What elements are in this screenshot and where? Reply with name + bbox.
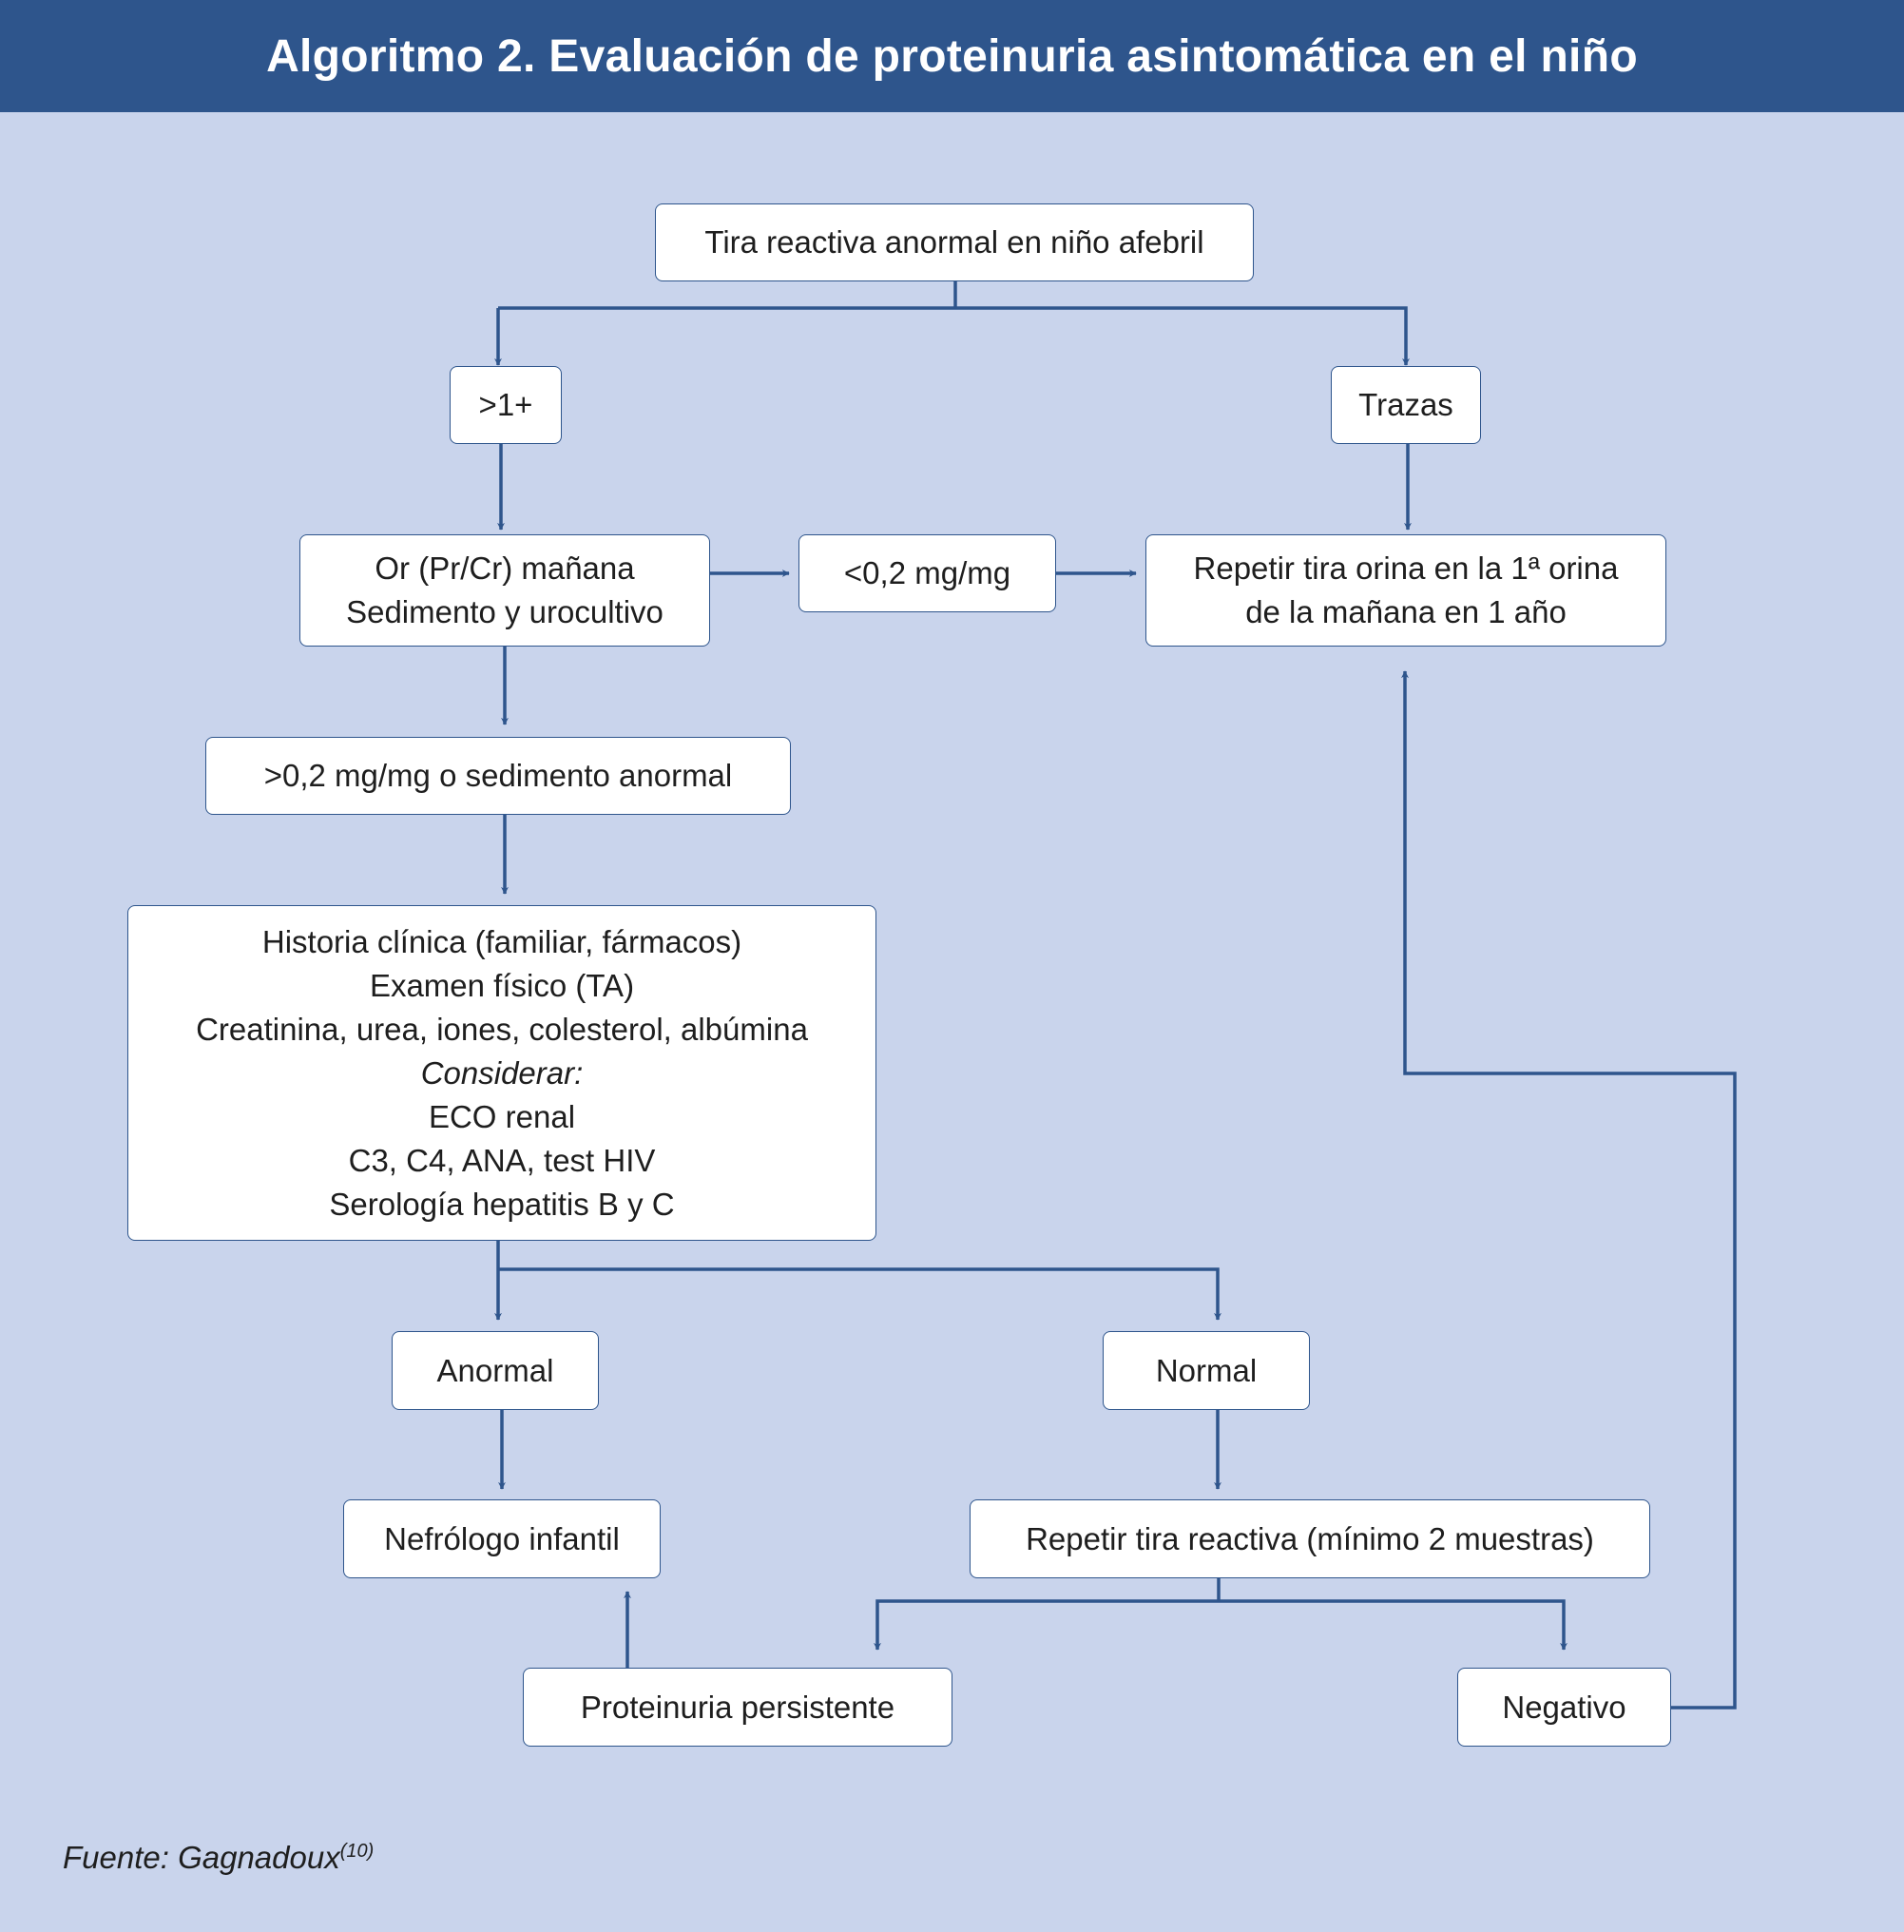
arrow-negativo-to-repetir (1401, 670, 1737, 1710)
node-nefrologo: Nefrólogo infantil (343, 1499, 661, 1578)
node-negativo: Negativo (1457, 1668, 1671, 1747)
node-persistente: Proteinuria persistente (523, 1668, 952, 1747)
source-ref: (10) (339, 1841, 375, 1862)
page-title: Algoritmo 2. Evaluación de proteinuria a… (266, 30, 1638, 82)
source-citation: Fuente: Gagnadoux(10) (63, 1840, 374, 1876)
node-gt1: >1+ (450, 366, 562, 444)
arrow-to-persistente (874, 1599, 1219, 1651)
arrow-to-negativo (1219, 1599, 1567, 1651)
header-bar: Algoritmo 2. Evaluación de proteinuria a… (0, 0, 1904, 112)
arrow-to-trazas (955, 306, 1410, 366)
node-anormal: Anormal (392, 1331, 599, 1410)
node-evaluacion: Historia clínica (familiar, fármacos) Ex… (127, 905, 876, 1241)
node-trazas: Trazas (1331, 366, 1481, 444)
node-start: Tira reactiva anormal en niño afebril (655, 203, 1254, 281)
node-repetir-tira: Repetir tira reactiva (mínimo 2 muestras… (970, 1499, 1650, 1578)
source-label: Fuente: Gagnadoux (63, 1840, 340, 1875)
node-lt02: <0,2 mg/mg (798, 534, 1056, 612)
arrow-evaluacion-to-normal (498, 1267, 1221, 1321)
node-normal: Normal (1103, 1331, 1310, 1410)
node-gt02: >0,2 mg/mg o sedimento anormal (205, 737, 791, 815)
node-or-prcr: Or (Pr/Cr) mañana Sedimento y urocultivo (299, 534, 710, 647)
node-repetir-anual: Repetir tira orina en la 1ª orina de la … (1145, 534, 1666, 647)
